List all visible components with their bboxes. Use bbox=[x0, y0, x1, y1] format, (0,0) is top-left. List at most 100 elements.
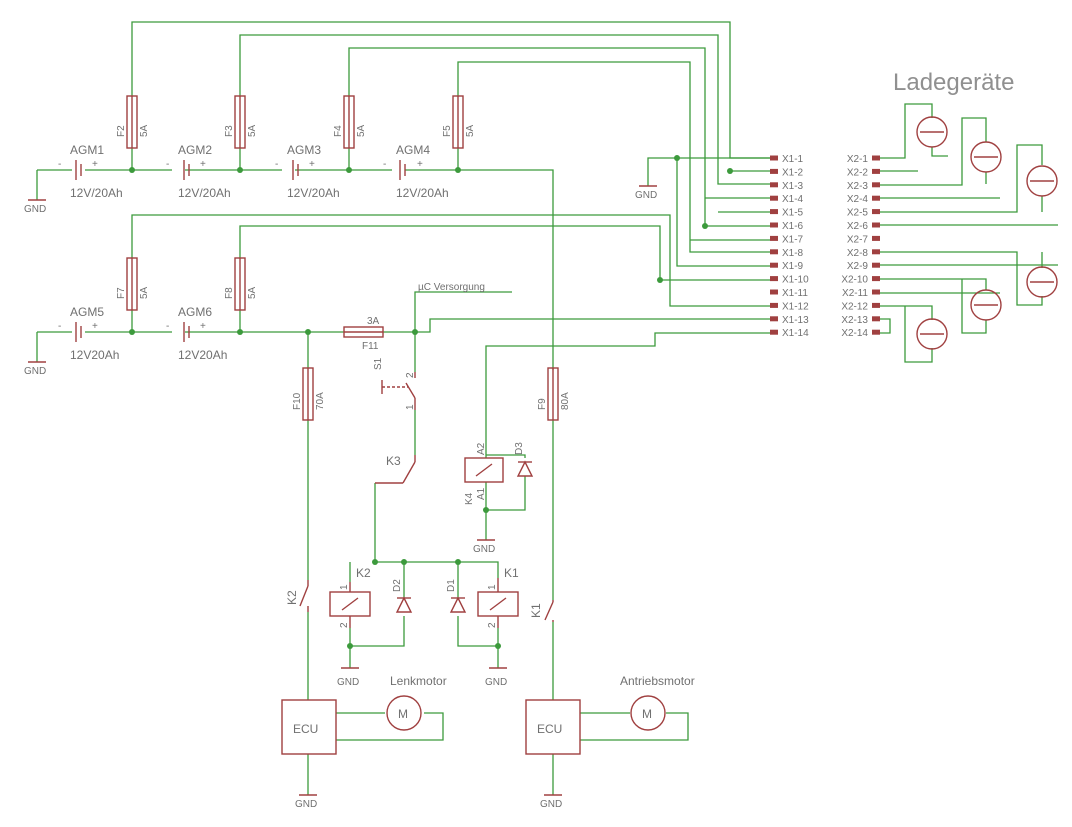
x1-pin-label: X1-14 bbox=[782, 328, 809, 339]
fuse-name: F5 bbox=[442, 125, 453, 137]
x1-pin bbox=[770, 262, 778, 268]
gnd-label: GND bbox=[485, 677, 507, 688]
battery-plus: + bbox=[309, 159, 315, 170]
battery-agm5: - + AGM5 12V20Ah bbox=[58, 305, 119, 362]
diode-d1: D1 bbox=[446, 579, 467, 613]
x1-pin bbox=[770, 235, 778, 241]
battery-rating: 12V20Ah bbox=[178, 348, 227, 362]
fuse-value: 5A bbox=[465, 124, 476, 137]
uc-supply-label: µC Versorgung bbox=[418, 282, 485, 293]
battery-plus: + bbox=[200, 159, 206, 170]
x1-pin bbox=[770, 182, 778, 188]
fuse-name: F11 bbox=[362, 341, 379, 352]
battery-minus: - bbox=[383, 159, 386, 170]
diode-d2: D2 bbox=[392, 579, 413, 613]
relay-pin: A1 bbox=[476, 487, 487, 500]
motor-symbol: M bbox=[398, 707, 408, 721]
battery-name: AGM1 bbox=[70, 143, 104, 157]
x2-pin-label: X2-14 bbox=[841, 328, 868, 339]
x1-pin-label: X1-4 bbox=[782, 194, 804, 205]
x1-pin-label: X1-1 bbox=[782, 154, 804, 165]
x2-pin-label: X2-1 bbox=[847, 154, 869, 165]
x2-pin-label: X2-13 bbox=[841, 315, 868, 326]
battery-rating: 12V/20Ah bbox=[396, 186, 449, 200]
x2-pin-label: X2-9 bbox=[847, 261, 869, 272]
switch-pin1: 1 bbox=[405, 404, 416, 410]
contact-k2: K2 bbox=[285, 580, 309, 612]
ecu-lenk: ECU bbox=[281, 699, 337, 755]
x2-pin bbox=[872, 168, 880, 174]
x1-pin bbox=[770, 276, 778, 282]
switch-s1: S1 2 1 bbox=[373, 357, 416, 410]
relay-pin: 2 bbox=[487, 622, 498, 628]
motor-label: Lenkmotor bbox=[390, 674, 447, 688]
contact-k1: K1 bbox=[529, 600, 554, 622]
x1-pin bbox=[770, 195, 778, 201]
x2-pin-label: X2-8 bbox=[847, 248, 869, 259]
gnd-label: GND bbox=[295, 799, 317, 810]
fuse-value: 70A bbox=[315, 392, 326, 410]
x2-pin bbox=[872, 182, 880, 188]
fuse-value: 5A bbox=[356, 124, 367, 137]
relay-pin: 1 bbox=[339, 584, 350, 590]
motor-antrieb: M Antriebsmotor bbox=[620, 674, 695, 731]
x2-pin bbox=[872, 289, 880, 295]
fuse-value: 80A bbox=[560, 392, 571, 410]
fuse-name: F4 bbox=[333, 125, 344, 137]
battery-name: AGM4 bbox=[396, 143, 430, 157]
x2-pin bbox=[872, 262, 880, 268]
x2-pin-label: X2-7 bbox=[847, 234, 869, 245]
relay-k4: A2 A1 K4 bbox=[464, 442, 504, 505]
battery-name: AGM6 bbox=[178, 305, 212, 319]
battery-minus: - bbox=[166, 321, 169, 332]
diode-label: D2 bbox=[392, 579, 403, 592]
x1-pin-label: X1-10 bbox=[782, 275, 809, 286]
diode-label: D3 bbox=[514, 442, 525, 455]
fuse-name: F10 bbox=[292, 392, 303, 410]
gnd-label: GND bbox=[540, 799, 562, 810]
battery-minus: - bbox=[166, 159, 169, 170]
x1-pin bbox=[770, 168, 778, 174]
relay-pin: 2 bbox=[339, 622, 350, 628]
battery-rating: 12V/20Ah bbox=[70, 186, 123, 200]
fuse-f11: 3A F11 bbox=[343, 316, 384, 352]
x1-pin bbox=[770, 316, 778, 322]
x1-pin bbox=[770, 209, 778, 215]
battery-name: AGM3 bbox=[287, 143, 321, 157]
fuse-f9: F9 80A bbox=[537, 367, 571, 421]
fuse-f7: F7 5A bbox=[116, 257, 150, 311]
relay-label: K2 bbox=[356, 566, 371, 580]
contact-k3: K3 bbox=[375, 454, 416, 484]
battery-agm2: - + AGM2 12V/20Ah bbox=[166, 143, 231, 200]
chargers bbox=[916, 116, 1058, 350]
battery-name: AGM2 bbox=[178, 143, 212, 157]
x1-pin-label: X1-3 bbox=[782, 181, 804, 192]
x2-pin bbox=[872, 329, 880, 335]
battery-minus: - bbox=[275, 159, 278, 170]
motor-symbol: M bbox=[642, 707, 652, 721]
x1-pin bbox=[770, 289, 778, 295]
fuse-f10: F10 70A bbox=[292, 367, 326, 421]
diode-d3: D3 bbox=[514, 442, 534, 477]
battery-minus: - bbox=[58, 159, 61, 170]
x1-pin bbox=[770, 329, 778, 335]
x2-pin bbox=[872, 155, 880, 161]
x2-pin bbox=[872, 249, 880, 255]
x1-pin-label: X1-5 bbox=[782, 208, 804, 219]
x1-pin-label: X1-11 bbox=[782, 288, 808, 299]
x2-pin bbox=[872, 316, 880, 322]
relay-label: K4 bbox=[464, 492, 475, 505]
gnd-label: GND bbox=[473, 544, 495, 555]
fuse-name: F2 bbox=[116, 125, 127, 137]
fuse-f2: F2 5A bbox=[116, 95, 150, 149]
fuse-name: F7 bbox=[116, 287, 127, 299]
battery-plus: + bbox=[92, 321, 98, 332]
switch-pin2: 2 bbox=[405, 372, 416, 378]
fuse-name: F8 bbox=[224, 287, 235, 299]
battery-rating: 12V20Ah bbox=[70, 348, 119, 362]
x2-pin bbox=[872, 209, 880, 215]
x1-pin bbox=[770, 222, 778, 228]
fuse-f3: F3 5A bbox=[224, 95, 258, 149]
junctions bbox=[129, 155, 733, 649]
